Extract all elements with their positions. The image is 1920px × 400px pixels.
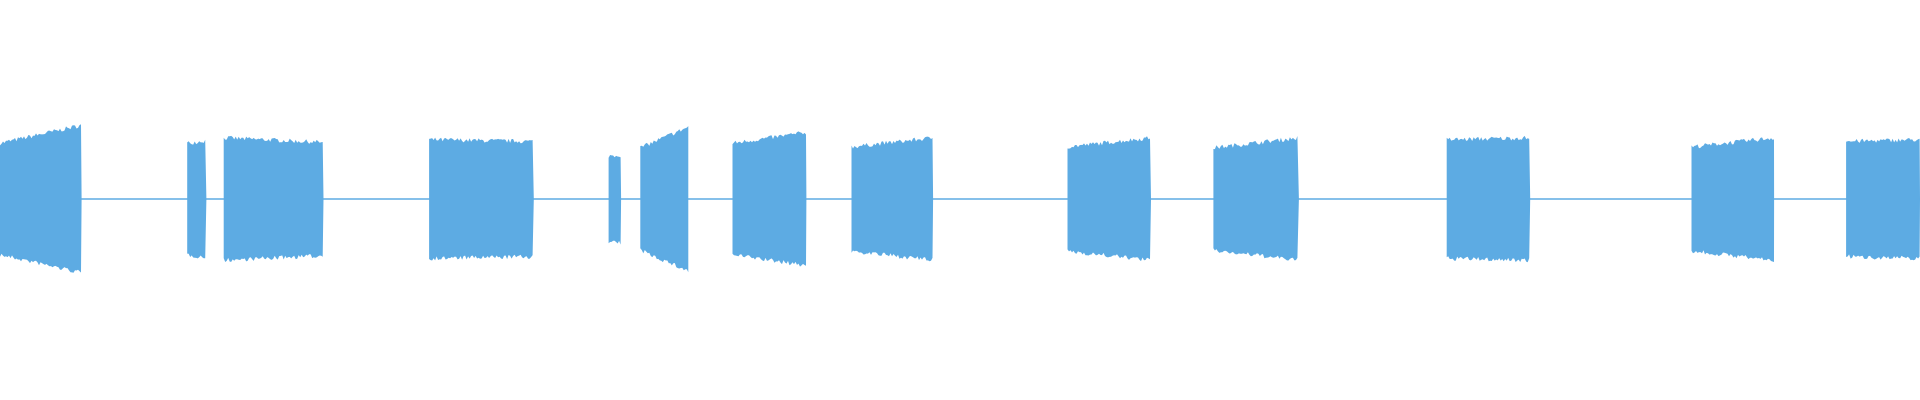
waveform-segment-3 [223, 135, 324, 262]
waveform-segment-8 [851, 136, 934, 262]
waveform-segment-12 [1691, 137, 1775, 262]
waveform-segment-1 [0, 124, 82, 273]
waveform-segment-10 [1213, 136, 1299, 261]
waveform-segment-9 [1067, 136, 1151, 262]
waveform-segment-7 [732, 131, 807, 267]
waveform-segment-6 [640, 126, 689, 273]
waveform-segment-2 [187, 139, 207, 259]
waveform-segment-11 [1446, 135, 1531, 263]
waveform-segment-13 [1846, 138, 1920, 261]
waveform-segment-4 [429, 137, 534, 261]
waveform-segment-5 [608, 155, 622, 245]
waveform-baseline [0, 198, 1920, 200]
